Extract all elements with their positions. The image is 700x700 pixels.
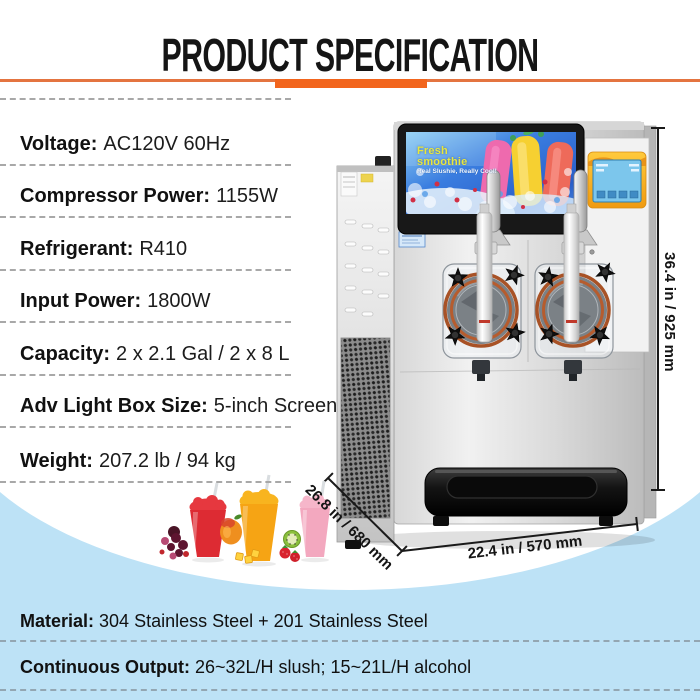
footer-divider	[0, 689, 700, 691]
footer-row-continuous-output: Continuous Output:26~32L/H slush; 15~21L…	[20, 657, 471, 678]
smoothie-yellow	[220, 474, 279, 564]
spec-value: 1800W	[147, 290, 211, 312]
spec-value: 5-inch Screen	[213, 395, 338, 417]
spec-label: Voltage:	[20, 133, 98, 155]
smoothie-red	[159, 482, 227, 560]
footer-label: Material:	[20, 611, 95, 631]
height-dimension-line	[651, 127, 665, 491]
spec-value: 207.2 lb / 94 kg	[98, 450, 236, 472]
footer-divider	[0, 640, 700, 642]
spec-value: 1155W	[216, 185, 278, 207]
spec-label: Capacity:	[20, 343, 111, 365]
spec-row-voltage: Voltage:AC120V 60Hz	[0, 100, 291, 166]
spec-row-refrigerant: Refrigerant:R410	[0, 218, 291, 271]
vent-grill	[340, 337, 391, 519]
left-vent-tower	[336, 156, 395, 549]
dispenser-handles	[474, 169, 598, 343]
footer-value: 304 Stainless Steel + 201 Stainless Stee…	[99, 611, 428, 631]
height-dimension-label: 36.4 in / 925 mm	[661, 252, 678, 372]
spec-row-input-power: Input Power:1800W	[0, 271, 291, 323]
spec-row-capacity: Capacity:2 x 2.1 Gal / 2 x 8 L	[0, 323, 291, 376]
smoothie-pink	[279, 480, 331, 562]
footer-label: Continuous Output:	[20, 657, 190, 677]
spec-label: Adv Light Box Size:	[20, 395, 208, 417]
page-title: PRODUCT SPECIFICATION	[161, 29, 540, 81]
spec-label: Input Power:	[20, 290, 142, 312]
width-dimension-line	[401, 516, 639, 552]
vent-slots	[344, 219, 390, 317]
ad-screen-tagline: Real Slushie, Really Cool!	[417, 168, 497, 175]
spec-label: Compressor Power:	[20, 185, 211, 207]
smoothies-image	[159, 474, 331, 567]
spec-row-compressor-power: Compressor Power:1155W	[0, 166, 291, 218]
title-accent-bar	[275, 79, 427, 88]
spec-row-weight: Weight:207.2 lb / 94 kg	[0, 428, 291, 483]
ad-screen-headline: Fresh smoothie	[417, 145, 468, 168]
footer-value: 26~32L/H slush; 15~21L/H alcohol	[194, 657, 472, 677]
spec-label: Refrigerant:	[20, 238, 134, 260]
spec-value: AC120V 60Hz	[103, 133, 231, 155]
drip-tray	[424, 467, 628, 526]
spec-row-adv-light-box: Adv Light Box Size:5-inch Screen	[0, 376, 337, 428]
footer-row-material: Material:304 Stainless Steel + 201 Stain…	[20, 611, 428, 632]
spec-label: Weight:	[20, 450, 93, 472]
machine-image	[322, 121, 665, 557]
spec-value: R410	[139, 238, 188, 260]
spec-list: Voltage:AC120V 60Hz Compressor Power:115…	[0, 98, 337, 483]
spec-value: 2 x 2.1 Gal / 2 x 8 L	[116, 343, 290, 365]
control-panel	[584, 137, 650, 353]
